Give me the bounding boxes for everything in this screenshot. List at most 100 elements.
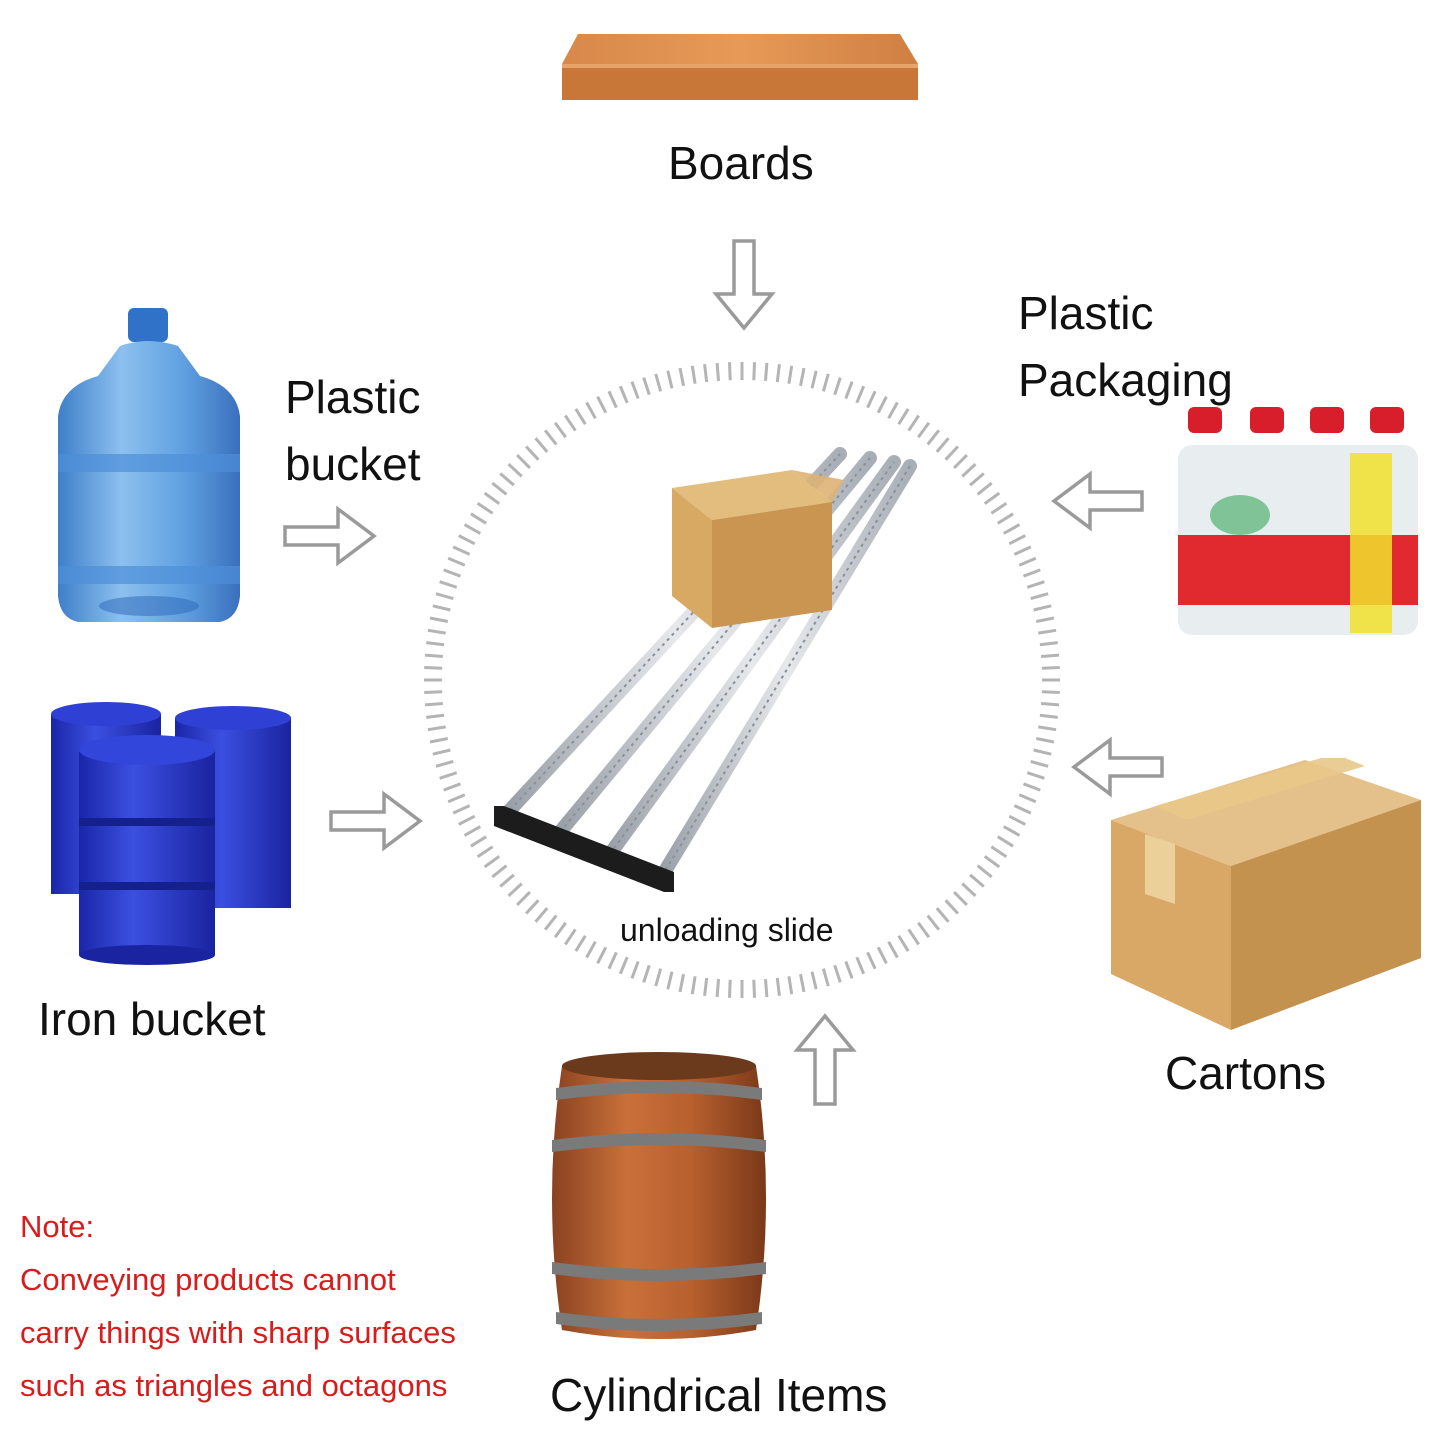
dial-tick: [1026, 771, 1045, 780]
arrow-right-icon: [283, 505, 377, 567]
dial-tick: [574, 935, 587, 952]
dial-tick: [990, 502, 1008, 515]
dial-tick: [983, 491, 1001, 505]
dial-tick: [543, 914, 558, 931]
dial-tick: [833, 964, 842, 983]
dial-tick: [470, 835, 487, 848]
dial-tick: [1030, 592, 1049, 601]
dial-tick: [476, 502, 494, 515]
dial-tick: [976, 864, 993, 879]
dial-tick: [596, 946, 608, 964]
dial-tick: [1038, 628, 1057, 635]
dial-tick: [424, 666, 443, 670]
dial-tick: [1026, 580, 1045, 589]
dial-tick: [810, 370, 818, 389]
dial-tick: [458, 814, 476, 826]
dial-tick: [1041, 666, 1060, 670]
dial-tick: [642, 964, 651, 983]
dial-tick: [703, 364, 709, 383]
dial-tick: [953, 454, 968, 469]
dial-tick: [491, 864, 508, 879]
label-plastic-packaging-2: Packaging: [1018, 354, 1233, 406]
label-iron-bucket: Iron bucket: [38, 993, 266, 1045]
dial-tick: [983, 855, 1001, 869]
dial-tick: [607, 390, 618, 409]
arrow-right-icon: [329, 790, 423, 852]
dial-tick: [424, 653, 444, 658]
dial-tick: [499, 873, 515, 888]
dial-tick: [1022, 568, 1041, 578]
dial-tick: [564, 414, 577, 432]
dial-tick: [499, 472, 515, 487]
dial-tick: [935, 437, 950, 453]
dial-tick: [715, 362, 720, 382]
dial-tick: [752, 362, 756, 381]
cartons-image: [1111, 758, 1421, 1030]
dial-tick: [443, 568, 462, 578]
dial-tick: [764, 978, 769, 998]
dial-tick: [897, 408, 910, 425]
dial-tick: [844, 960, 854, 979]
dial-tick: [1033, 604, 1052, 612]
dial-tick: [534, 907, 549, 923]
dial-tick: [427, 628, 446, 635]
dial-tick: [1008, 814, 1026, 826]
dial-tick: [507, 463, 523, 478]
dial-tick: [630, 960, 640, 979]
dial-tick: [432, 748, 451, 756]
dial-tick: [618, 956, 629, 975]
dial-tick: [876, 946, 888, 964]
dial-tick: [432, 604, 451, 612]
dial-tick: [678, 367, 685, 387]
dial-tick: [969, 873, 985, 888]
dial-tick: [452, 804, 471, 815]
dial-tick: [1038, 725, 1057, 732]
dial-tick: [642, 377, 651, 396]
dial-tick: [926, 429, 941, 446]
label-cartons: Cartons: [1165, 1047, 1327, 1099]
dial-tick: [516, 891, 531, 906]
dial-tick: [876, 396, 888, 414]
dial-tick: [728, 979, 732, 998]
arrow-up-icon: [793, 1013, 857, 1106]
unloading-slide-image: [494, 447, 917, 892]
dial-tick: [787, 976, 794, 995]
dial-tick: [429, 737, 449, 744]
dial-tick: [944, 899, 959, 915]
dial-tick: [491, 481, 508, 496]
dial-tick: [917, 921, 931, 939]
cylindrical-items-image: [552, 1052, 766, 1339]
dial-tick: [534, 437, 549, 453]
dial-tick: [666, 971, 674, 990]
dial-tick: [1013, 804, 1032, 815]
dial-tick: [887, 940, 899, 959]
dial-tick: [574, 408, 587, 425]
dial-tick: [553, 421, 567, 439]
dial-tick: [585, 940, 597, 959]
dial-tick: [553, 921, 567, 939]
dial-tick: [799, 973, 806, 993]
dial-tick: [654, 968, 663, 987]
dial-tick: [703, 977, 709, 996]
note-line-3: such as triangles and octagons: [20, 1368, 448, 1403]
dial-tick: [1039, 641, 1058, 647]
dial-tick: [426, 713, 445, 719]
dial-tick: [855, 385, 866, 404]
dial-tick: [997, 835, 1014, 848]
dial-tick: [690, 365, 697, 384]
dial-tick: [439, 580, 458, 589]
dial-tick: [897, 935, 910, 952]
dial-tick: [833, 377, 842, 396]
dial-tick: [525, 445, 540, 461]
dial-tick: [654, 373, 663, 392]
label-plastic-packaging-1: Plastic: [1018, 287, 1154, 339]
dial-tick: [607, 951, 618, 970]
dial-tick: [961, 882, 977, 897]
dial-tick: [997, 512, 1014, 525]
dial-tick: [678, 973, 685, 993]
dial-tick: [907, 414, 920, 432]
dial-tick: [953, 891, 968, 906]
dial-tick: [443, 782, 462, 792]
label-plastic-bucket-1: Plastic: [285, 371, 421, 423]
